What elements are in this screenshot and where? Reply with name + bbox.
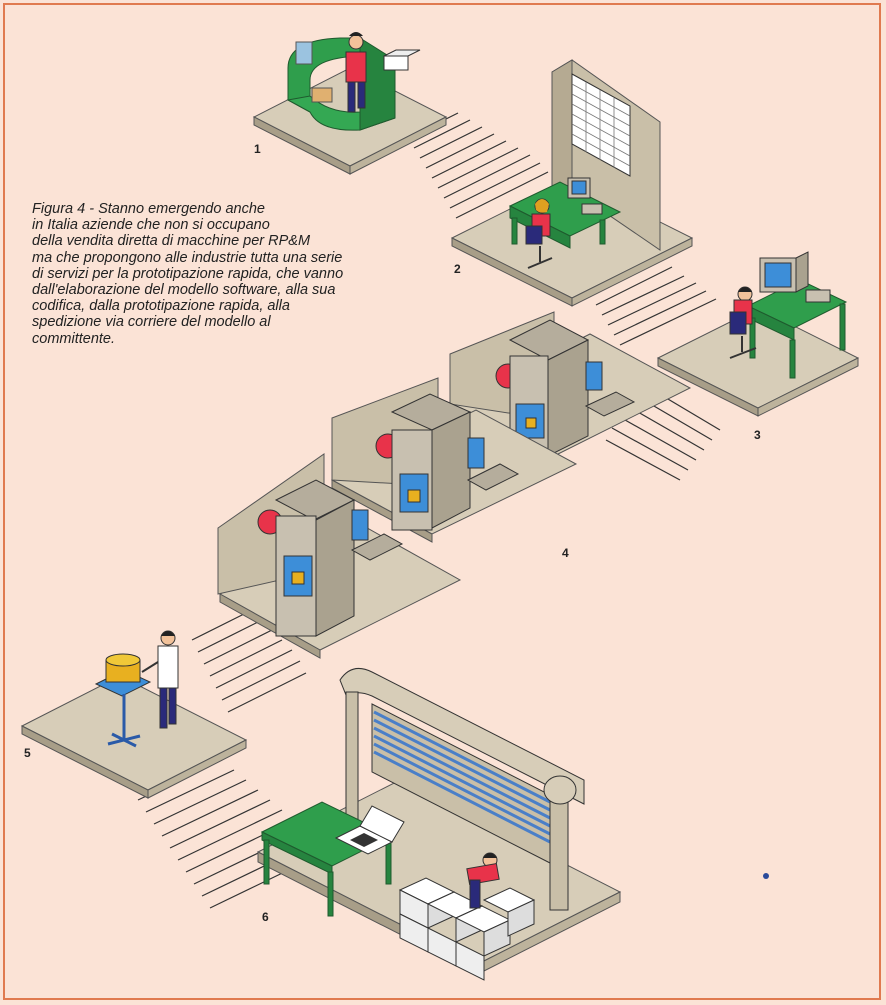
step-number-6: 6 [262,910,269,924]
step-number-5: 5 [24,746,31,760]
caption-line: dall'elaborazione del modello software, … [32,282,444,298]
caption-line: codifica, dalla prototipazione rapida, a… [32,298,444,314]
speck [763,873,769,879]
model-icon [106,654,140,682]
step-number-3: 3 [754,428,761,442]
caption-line: ma che propongono alle industrie tutta u… [32,250,444,266]
caption-line: della vendita diretta di macchine per RP… [32,233,444,249]
step-number-2: 2 [454,262,461,276]
step-number-4: 4 [562,546,569,560]
step-5-inspection [22,631,246,798]
step-4-prototyping [218,312,690,658]
step-2-design [452,60,692,306]
step-number-1: 1 [254,142,261,156]
caption-line: di servizi per la prototipazione rapida,… [32,266,444,282]
step-1-reception [254,32,446,174]
caption-line: spedizione via corriere del modello al [32,314,444,330]
figure-caption: Figura 4 - Stanno emergendo anche in Ita… [32,201,444,347]
caption-line: Figura 4 - Stanno emergendo anche [32,201,444,217]
step-3-coding [658,252,858,416]
caption-line: in Italia aziende che non si occupano [32,217,444,233]
step-6-shipping [258,668,620,980]
caption-line: committente. [32,331,444,347]
